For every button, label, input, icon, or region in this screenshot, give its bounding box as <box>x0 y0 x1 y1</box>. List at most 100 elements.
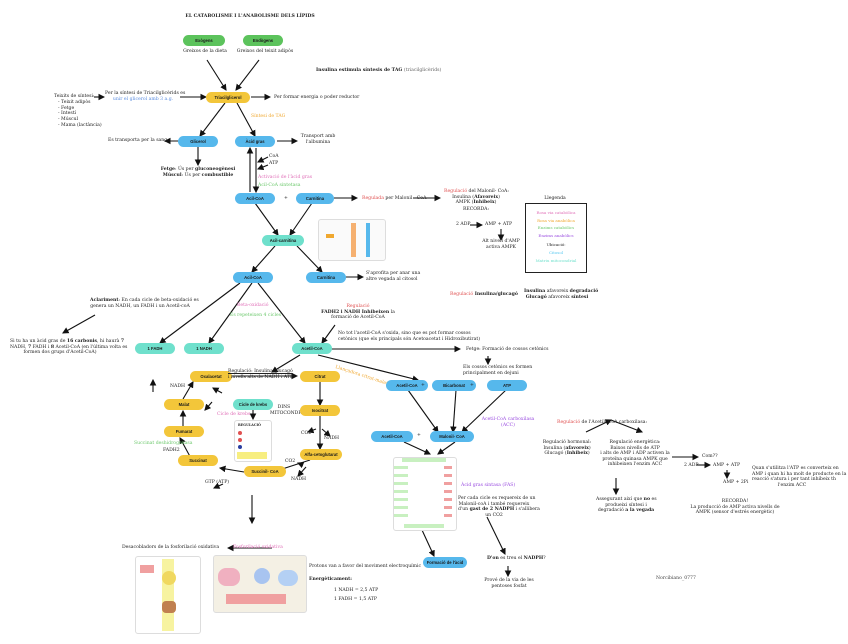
node-endogens: Endògens <box>243 35 283 46</box>
energeticament-label: Energèticament: <box>309 577 352 582</box>
co2-label-2: CO2 <box>285 459 296 464</box>
plus-sign: + <box>421 383 425 388</box>
node-nadh: 1 NADH <box>184 343 224 354</box>
activate-icon <box>238 445 242 449</box>
amp-pi-label: AMP + 2Pi <box>723 480 749 485</box>
legend-item: Citosol <box>548 249 564 255</box>
node-acetil-coa-3: Acetil-CoA <box>371 431 413 442</box>
node-glicerol: Glicerol <box>178 136 218 147</box>
node-isocitrat: Isocitrat <box>300 405 340 416</box>
insulina-estimula-bold: Insulina estimula síntesis de TAG <box>316 68 403 73</box>
node-bicarbonat: Bicarbonat <box>432 380 476 391</box>
inhibit-icon <box>238 438 242 442</box>
fadh-atp-label: 1 FADH = 1,5 ATP <box>334 597 377 602</box>
node-fadh: 1 FADH <box>135 343 175 354</box>
teixit-item: - Fetge <box>58 105 75 111</box>
teixit-item: - Múscul <box>58 117 79 123</box>
author-watermark: Norcibiano_0777 <box>656 576 696 581</box>
legend-item: Enzims catabòlics <box>537 225 575 231</box>
nadh-label-2: NADH <box>324 436 340 441</box>
node-acetil-coa: Acetil-CoA <box>292 343 332 354</box>
legend-item: Matriu mitocondrial <box>535 257 577 263</box>
plus-sign: + <box>284 196 288 201</box>
fatty-acid-synthesis-image <box>393 457 457 531</box>
complex-iii <box>254 568 270 584</box>
legend-boxes <box>226 594 286 604</box>
node-acil-carnitina: Acil-carnitina <box>262 235 304 246</box>
coa-label: CoA <box>269 154 279 159</box>
membrane-inner <box>366 223 370 257</box>
node-succinat: Succinat <box>178 455 218 466</box>
co2-label-1: CO2 <box>301 431 312 436</box>
insulina-estimula: Insulina estimula síntesis de TAG (triac… <box>316 68 441 74</box>
node-triacilglicerol: Triacilglicerol <box>206 92 250 103</box>
node-carnitina-2: Carnitina <box>306 272 346 283</box>
per-formar-energia: Per formar energia o poder reductor <box>274 95 360 100</box>
aclariment: Aclariment: En cada cicle de beta-oxidac… <box>90 298 199 309</box>
don-nadph: D'on es treu el NADPH? <box>487 556 546 561</box>
node-acetil-coa-2: Acetil-CoA <box>386 380 428 391</box>
no-tot-acetil: No tot l'acetil-CoA s'oxida, sino que es… <box>338 331 481 342</box>
node-exogens: Exògens <box>183 35 225 46</box>
complex-i <box>218 568 240 586</box>
label-box <box>140 565 154 573</box>
legend-title: Llegenda <box>544 196 566 201</box>
nadh-label-1: NADH <box>170 384 186 389</box>
es-repeteixen-label: Es repeteixen 4 cicles <box>230 313 282 318</box>
greixos-teixit: Greixos del teixit adipòs <box>236 49 294 54</box>
regulacio-energetica: Regulació energètica: Baixos nivells de … <box>600 440 670 468</box>
enzyme-marker <box>326 234 334 238</box>
quan-atp: Quan s'utilitza l'ATP es converteix en A… <box>752 466 847 488</box>
amp-atp-label: AMP + ATP <box>485 222 513 227</box>
node-formacio-acid: Formació de l'àcid <box>423 557 467 568</box>
node-acid-gras: Àcid gras <box>235 136 275 147</box>
fetge-formacio: Fetge: Formació de cossos cetònics <box>466 347 549 352</box>
regulacio-fadh-nadh: Regulació FADH2 i NADH Inhibeixen la for… <box>321 304 395 321</box>
synthesis-result-bar <box>404 524 444 528</box>
amp-atp-b-label: AMP + ATP <box>713 463 741 468</box>
adp2b-label: 2 ADP <box>684 463 699 468</box>
plus-sign: + <box>417 433 421 438</box>
insulina-glucago-afav: Insulina afavoreix degradació Glucagó af… <box>524 289 599 300</box>
acil-coa-sintetasa-label: Acil-CoA sintetasa <box>258 183 301 188</box>
node-fumarat: Fumarat <box>164 426 204 437</box>
assegurant: Assegurant així que no es produeixi sínt… <box>596 497 657 514</box>
regulada-malonil: Regulada per Malonil - CoA <box>362 196 427 201</box>
oxidative-phosphorylation-image <box>213 555 307 613</box>
plus-sign: + <box>470 383 474 388</box>
atp-label: ATP <box>269 161 279 166</box>
regulacio-insulina: Regulació Insulina/glucagó <box>450 292 518 297</box>
es-transporta: Es transporta per la sang <box>108 138 168 143</box>
teixit-item: - Teixit adipòs <box>58 100 91 105</box>
greixos-dieta: Greixos de la dieta <box>183 49 227 54</box>
activacio-label: Activació de l'àcid gras <box>258 175 313 180</box>
node-citrat: Citrat <box>300 371 340 382</box>
com-label: Com?? <box>702 454 718 459</box>
beta-oxidacio-label: Beta-oxidació <box>237 303 269 308</box>
regulacio-hormonal: Regulació hormonal: Insulina (afavoreix)… <box>542 440 592 457</box>
acid-16-carbonis: Si tu ha un àcid gras de 16 carbonis, hi… <box>10 339 128 356</box>
node-succinil-coa: Succinil- CoA <box>244 466 286 477</box>
legend-box: Rosa via catabòlica Rosa via anabòlica E… <box>525 203 587 273</box>
teixit-item: - Intestí <box>58 111 77 117</box>
nadh-atp-label: 1 NADH = 2,5 ATP <box>334 588 379 593</box>
insulina-estimula-sub: (triacilglicèrids) <box>403 68 442 73</box>
protons-label: Protons van a favor del moviment electro… <box>309 564 422 569</box>
per-cada-cicle: Per cada cicle es requereix de un Maloni… <box>458 496 540 518</box>
acetil-carbox-label: Acetil-CoA carboxilasa(ACC) <box>481 417 535 428</box>
fetge-muscul-use: Fetge: Ús per gluconeogènesi Múscul: Ús … <box>160 167 236 178</box>
carnitine-shuttle-image <box>318 219 386 261</box>
node-acil-coa-2: Acil-CoA <box>233 272 273 283</box>
legend-item: Rosa via anabòlica <box>537 217 575 223</box>
succinat-deshidro-label: Succinat deshidrogenasa <box>134 441 193 446</box>
node-atp: ATP <box>487 380 527 391</box>
node-carnitina-1: Carnitina <box>296 193 334 204</box>
node-cicle-krebs: Cicle de krebs <box>233 399 273 410</box>
